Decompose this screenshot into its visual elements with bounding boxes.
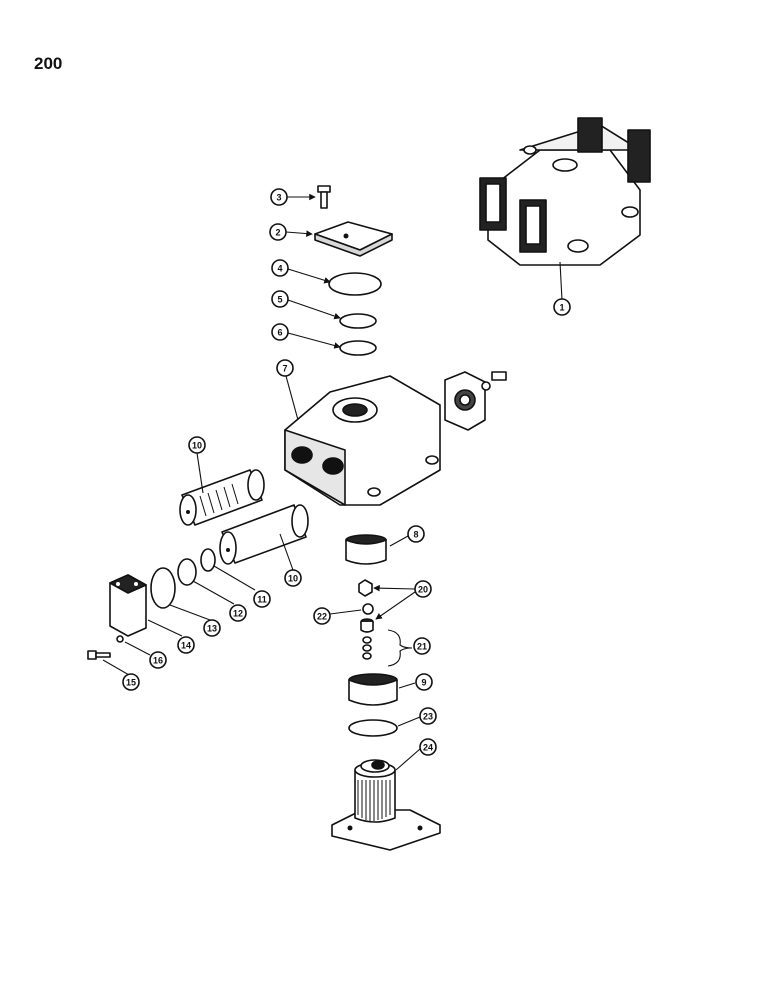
page-number: 200: [34, 54, 63, 73]
callout-number: 3: [276, 193, 281, 203]
callout-3: 3: [270, 188, 288, 206]
callout-24: 24: [419, 738, 437, 756]
callout-number: 7: [282, 364, 287, 374]
callout-number: 6: [277, 328, 282, 338]
backup-ring-12: [177, 558, 197, 586]
spool-upper: [179, 469, 265, 526]
callout-1: 1: [553, 298, 571, 316]
callout-number: 10: [288, 574, 298, 584]
callout-10-lower: 10: [284, 569, 302, 587]
callout-15: 15: [122, 673, 140, 691]
callout-number: 9: [421, 678, 426, 688]
callout-number: 22: [317, 612, 327, 622]
callout-22: 22: [313, 607, 331, 625]
callout-number: 16: [153, 656, 163, 666]
spline-shaft-flange: [331, 759, 441, 851]
callout-5: 5: [271, 290, 289, 308]
callout-7: 7: [276, 359, 294, 377]
valve-body: [284, 375, 441, 506]
callout-number: 11: [257, 595, 267, 605]
backup-ring: [339, 313, 377, 329]
leader-lines: [102, 193, 563, 771]
cover-plate: [314, 221, 393, 257]
callout-20: 20: [414, 580, 432, 598]
callout-11: 11: [253, 590, 271, 608]
callout-number: 2: [275, 228, 280, 238]
callout-number: 15: [126, 678, 136, 688]
callout-10-upper: 10: [188, 436, 206, 454]
cover-bolt: [317, 185, 331, 209]
callout-number: 8: [413, 530, 418, 540]
callout-14: 14: [177, 636, 195, 654]
callout-12: 12: [229, 604, 247, 622]
sleeve-lower: [348, 673, 398, 706]
callout-16: 16: [149, 651, 167, 669]
callout-6: 6: [271, 323, 289, 341]
callout-number: 10: [192, 441, 202, 451]
callout-8: 8: [407, 525, 425, 543]
spool-lower: [219, 504, 309, 565]
o-ring-small: [339, 340, 377, 356]
o-ring-11: [200, 548, 216, 572]
detent-cap: [358, 579, 373, 597]
group-bracket: [387, 629, 413, 667]
callout-9: 9: [415, 673, 433, 691]
callout-number: 4: [277, 264, 282, 274]
callout-number: 12: [233, 609, 243, 619]
o-ring-large: [328, 272, 382, 296]
callout-number: 20: [418, 585, 428, 595]
callout-21: 21: [413, 637, 431, 655]
o-ring-13: [150, 567, 176, 609]
end-cap: [109, 574, 147, 637]
sleeve-upper: [345, 534, 387, 565]
callout-number: 13: [207, 624, 217, 634]
callout-number: 21: [417, 642, 427, 652]
callout-13: 13: [203, 619, 221, 637]
callout-number: 5: [277, 295, 282, 305]
valve-assembly-complete: [479, 117, 651, 266]
callout-number: 1: [559, 303, 564, 313]
callout-number: 14: [181, 641, 191, 651]
side-cover-with-bolt: [444, 371, 507, 431]
callout-4: 4: [271, 259, 289, 277]
detent-spring-cup: [360, 618, 374, 633]
callout-2: 2: [269, 223, 287, 241]
callout-number: 24: [423, 743, 433, 753]
detent-balls-group: [362, 636, 372, 660]
seal-ring: [348, 719, 398, 737]
screw: [87, 650, 111, 660]
lock-washer: [116, 635, 124, 643]
callout-23: 23: [419, 707, 437, 725]
detent-ball: [362, 603, 374, 615]
callout-number: 23: [423, 712, 433, 722]
